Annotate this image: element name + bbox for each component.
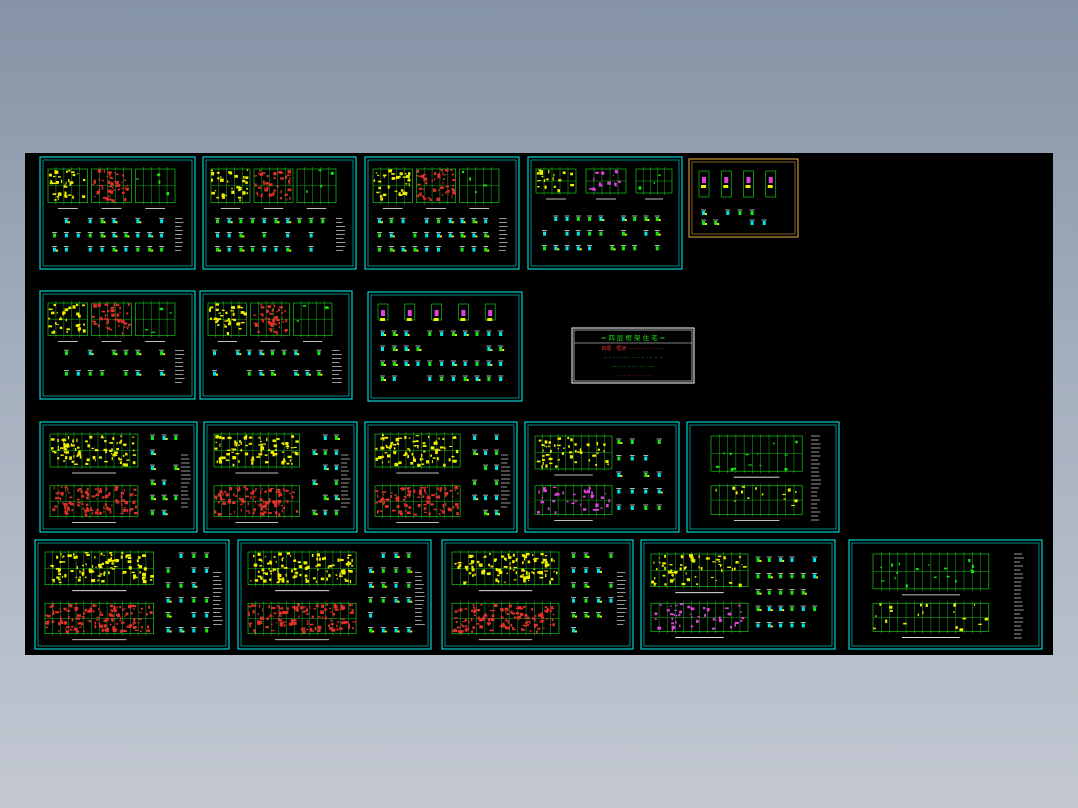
drawing-sheet[interactable] — [524, 421, 680, 533]
title-block-frame — [571, 327, 695, 384]
title-block: = 四 层 框 架 住 宅 = 四层 · 框架 ········· ·· ·· … — [571, 327, 695, 384]
drawing-sheet[interactable] — [202, 156, 357, 270]
drawing-sheet[interactable] — [686, 421, 840, 533]
drawing-sheet[interactable] — [199, 290, 353, 400]
title-block-line-4: ···· · ·· ·· ·· · ·· · ···· — [612, 364, 655, 370]
title-block-line-1: = 四 层 框 架 住 宅 = — [601, 333, 665, 342]
drawing-sheet[interactable] — [527, 156, 683, 270]
drawing-sheet[interactable] — [203, 421, 358, 533]
drawing-sheet[interactable] — [640, 539, 836, 650]
drawing-sheet[interactable] — [688, 158, 799, 238]
drawing-sheet[interactable] — [34, 539, 230, 650]
cad-viewport[interactable]: = 四 层 框 架 住 宅 = 四层 · 框架 ········· ·· ·· … — [25, 153, 1053, 655]
drawing-sheet[interactable] — [364, 421, 518, 533]
title-block-line-2: 四层 · 框架 ········· ·· ·· · ····· — [602, 345, 665, 352]
drawing-sheet[interactable] — [237, 539, 432, 650]
drawing-sheet[interactable] — [39, 290, 196, 400]
drawing-sheet[interactable] — [364, 156, 520, 270]
drawing-sheet[interactable] — [441, 539, 634, 650]
title-block-line-5: ·· ·· ·· ·· · ·· · ·· ·· — [614, 373, 653, 379]
drawing-sheet[interactable] — [39, 156, 196, 270]
drawing-sheet[interactable] — [848, 539, 1043, 650]
title-block-inner-frame — [573, 329, 693, 382]
cad-drawing-canvas: = 四 层 框 架 住 宅 = 四层 · 框架 ········· ·· ·· … — [34, 156, 1043, 650]
drawing-sheet[interactable] — [39, 421, 198, 533]
title-block-line-3: ·· ·· · · · ··· · ·· ·· ·· · ·· ·· ·· — [604, 355, 663, 361]
drawing-sheet[interactable] — [367, 291, 523, 402]
